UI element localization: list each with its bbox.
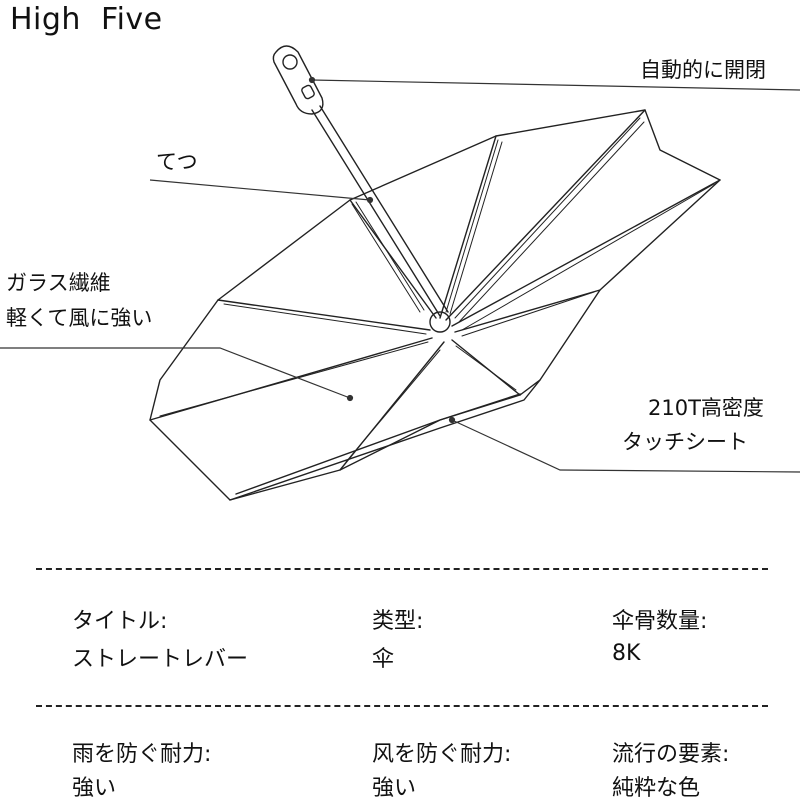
spec-wind-label: 风を防ぐ耐力: bbox=[372, 742, 512, 767]
spec-title-value: ストレートレバー bbox=[72, 647, 249, 672]
spec-rain-value: 強い bbox=[72, 776, 117, 801]
spec-type-label: 类型: bbox=[372, 609, 424, 634]
spec-trend-value: 純粋な色 bbox=[612, 776, 701, 801]
leader-fabric bbox=[451, 419, 800, 473]
divider-top bbox=[36, 568, 768, 570]
callout-fabric-line1: 210T高密度 bbox=[648, 396, 764, 420]
callout-fiberglass-line1: ガラス繊維 bbox=[6, 271, 111, 295]
divider-bottom bbox=[36, 705, 768, 707]
umbrella-diagram bbox=[0, 45, 800, 501]
spec-ribs-label: 伞骨数量: bbox=[612, 609, 708, 634]
callout-fabric-line2: タッチシート bbox=[622, 430, 748, 454]
callout-auto-open: 自動的に開閉 bbox=[640, 58, 766, 82]
leader-steel bbox=[149, 179, 371, 201]
spec-rain-label: 雨を防ぐ耐力: bbox=[72, 742, 212, 767]
spec-title-label: タイトル: bbox=[72, 609, 168, 634]
callout-fiberglass-line2: 軽くて風に強い bbox=[6, 306, 153, 330]
leader-fiberglass bbox=[0, 347, 351, 399]
leader-auto-open bbox=[311, 79, 800, 91]
umbrella-handle bbox=[272, 45, 324, 115]
spec-trend-label: 流行の要素: bbox=[612, 742, 730, 767]
brand-title: High Five bbox=[10, 2, 163, 37]
callout-steel: てつ bbox=[156, 150, 198, 174]
spec-wind-value: 強い bbox=[372, 776, 417, 801]
spec-ribs-value: 8K bbox=[612, 641, 641, 666]
umbrella-shaft bbox=[311, 109, 441, 317]
spec-type-value: 伞 bbox=[372, 647, 395, 672]
